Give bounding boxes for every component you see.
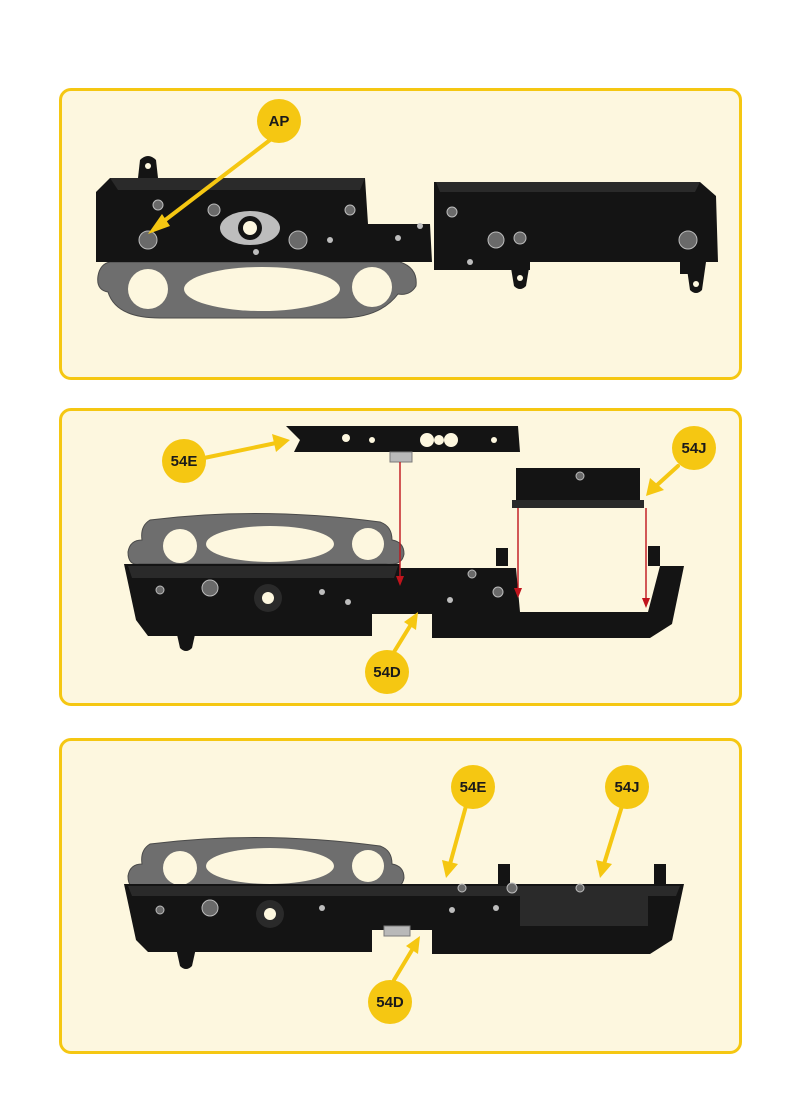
callout-54j-label-3: 54J — [614, 779, 639, 796]
right-frame-section — [434, 182, 718, 293]
callout-54d-label-2: 54D — [373, 664, 401, 681]
insertion-guides — [396, 462, 650, 608]
frame-bolts — [138, 199, 698, 265]
left-frame-section — [96, 156, 432, 262]
gauge-gasket-3 — [127, 836, 405, 889]
callout-54j-step2: 54J — [646, 426, 716, 496]
callout-ap: AP — [148, 99, 301, 234]
part-54e — [286, 426, 520, 463]
callout-54j-step3: 54J — [596, 765, 649, 878]
callout-54d-step3: 54D — [368, 936, 420, 1024]
callout-54e-step2: 54E — [162, 434, 290, 483]
gauge-gasket-2 — [127, 512, 405, 565]
step-3-assembly: 54E 54J 54D — [124, 765, 684, 1024]
callout-54d-step2: 54D — [365, 612, 418, 694]
callout-54e-step3: 54E — [442, 765, 495, 878]
step-1-assembly: AP — [96, 99, 718, 319]
callout-54j-label-2: 54J — [681, 440, 706, 457]
callout-54d-label-3: 54D — [376, 994, 404, 1011]
part-54j — [512, 468, 644, 508]
part-54d — [124, 546, 684, 651]
gauge-gasket — [97, 261, 417, 319]
callout-ap-label: AP — [269, 113, 290, 130]
assembled-frame — [124, 864, 684, 969]
callout-54e-label-2: 54E — [171, 453, 198, 470]
callout-54e-label-3: 54E — [460, 779, 487, 796]
step-2-assembly: 54E 54J 54D — [124, 426, 716, 694]
